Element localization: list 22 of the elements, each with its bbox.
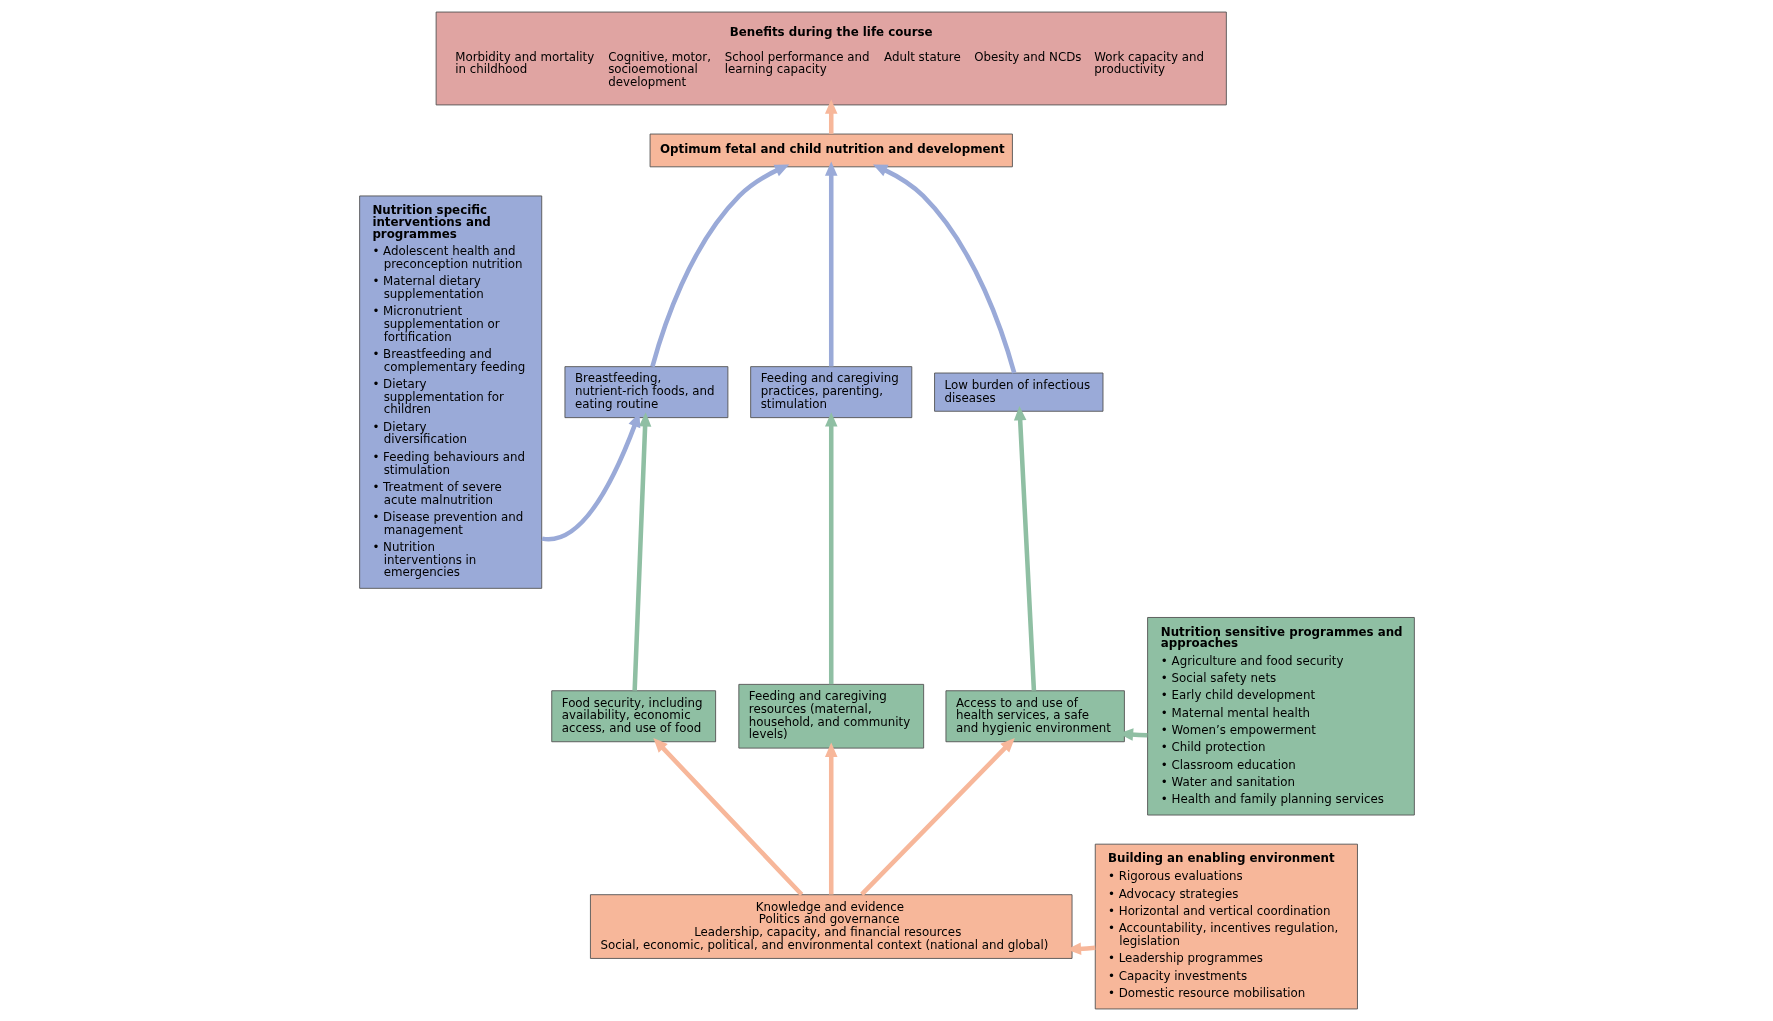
node-box: Access to and use of health services, a safe and hygienic environment xyxy=(945,690,1125,743)
arrow xyxy=(824,742,837,895)
arrow xyxy=(649,164,789,368)
arrow xyxy=(824,412,837,685)
node-box: Building an enabling environment • Rigorous evaluations • Advocacy strategies • Horizontal and vertical coordination • Accountability, incentives regulation, legislation • Leadership programmes • Capacity investments • Domestic resource mobilisation xyxy=(1094,843,1358,1010)
node-box: Food security, including availability, economic access, and use of food xyxy=(550,690,716,743)
node-box: Feeding and caregiving resources (maternal, household, and community levels) xyxy=(737,683,924,749)
arrow xyxy=(824,99,837,134)
arrow xyxy=(652,737,803,896)
node-box: Knowledge and evidence Politics and governance Leadership, capacity, and financial resources Social, economic, political, and environmental context (national and global) xyxy=(589,894,1072,959)
arrow xyxy=(859,738,1015,897)
arrow xyxy=(1013,405,1036,691)
node-box: Nutrition sensitive programmes and approaches • Agriculture and food security • Social safety nets • Early child development • Maternal mental health • Women’s empowerment • Child protection • Classroom education • Water and sanitation • Health and family planning services xyxy=(1146,617,1415,816)
node-box: Breastfeeding, nutrient-rich foods, and eating routine xyxy=(564,366,728,419)
node-box: Low burden of infectious diseases xyxy=(933,372,1103,412)
node-box: Nutrition specific interventions and programmes • Adolescent health and preconception nutrition • Maternal dietary supplementation • Micronutrient supplementation or fortification • Breastfeeding and complementary feeding • Dietary supplementation for children • Dietary diversification • Feeding behaviours and stimulation • Treatment of severe acute malnutrition • Disease prevention and management • Nutrition interventions in emergencies xyxy=(358,195,542,589)
arrow xyxy=(872,164,1016,374)
node-box: Benefits during the life course Morbidity and mortality in childhood Cognitive, motor, socioemotional development School performance and learning capacity Adult stature Obesity and NCDs Work capacity and productivity xyxy=(435,11,1227,106)
arrow xyxy=(824,161,837,367)
node-box: Feeding and caregiving practices, parenting, stimulation xyxy=(749,366,912,419)
arrow xyxy=(631,412,651,691)
node-box: Optimum fetal and child nutrition and development xyxy=(649,133,1013,168)
